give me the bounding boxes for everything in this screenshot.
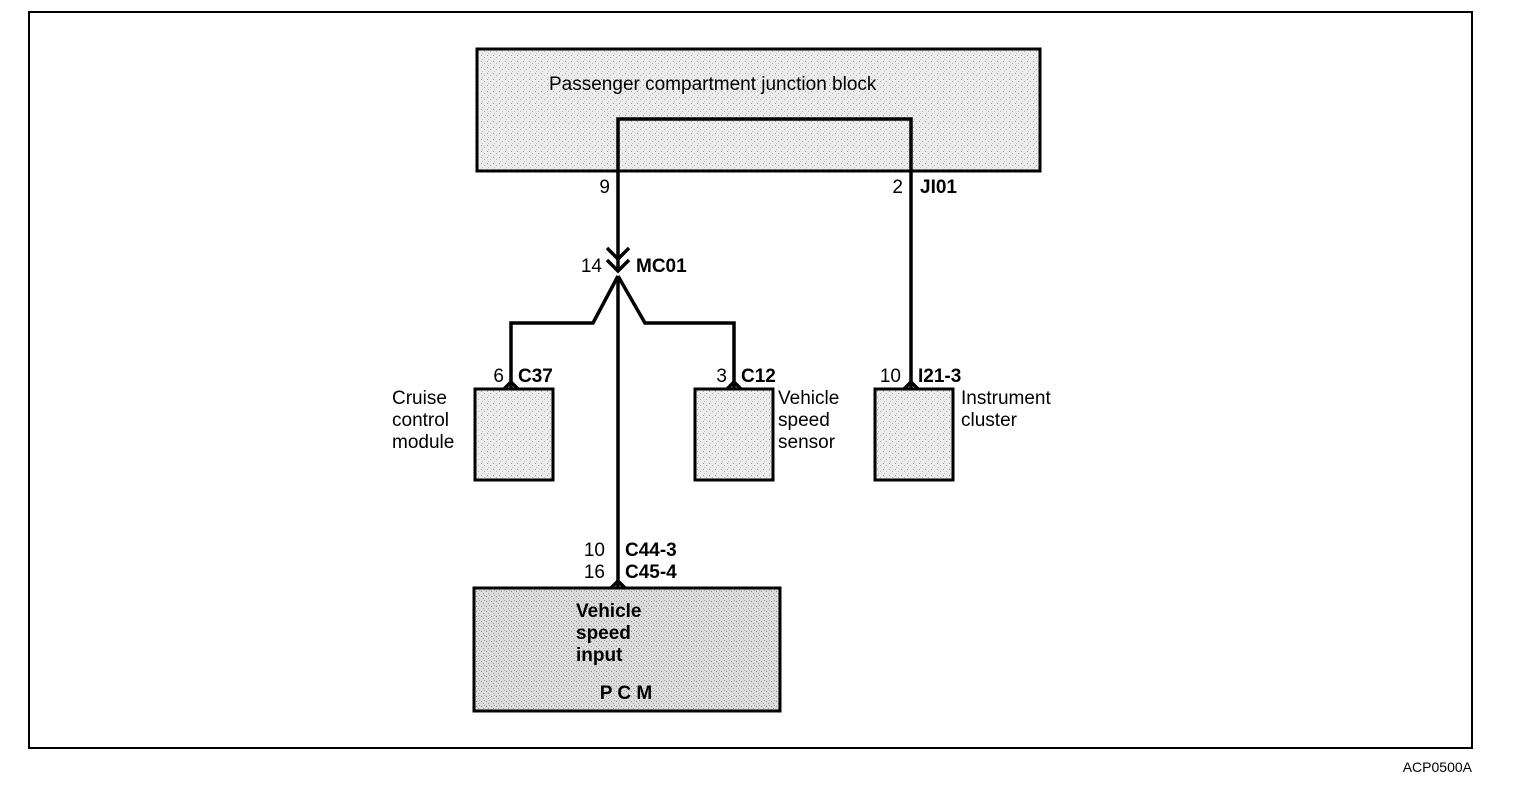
cruise-pin-label: 6 [493, 366, 504, 387]
instrument-cluster-box [873, 387, 955, 482]
pcm-pin-1: 10 [584, 540, 605, 561]
pcm-box [472, 586, 782, 713]
junction-block [475, 47, 1042, 173]
pcm-connector-symbol [608, 578, 628, 591]
junction-internal-link [616, 117, 913, 171]
cluster-name-1: Instrument [961, 388, 1051, 409]
cluster-pin-label: 10 [880, 366, 901, 387]
splice-connector-symbol-2 [605, 258, 631, 274]
pcm-input-1: Vehicle [576, 601, 642, 622]
cruise-module-name-1: Cruise [392, 388, 447, 409]
splice-connector-label: MC01 [636, 256, 687, 277]
wire-splice-to-cruise [509, 275, 620, 389]
junction-connector-label: JI01 [920, 177, 957, 198]
sensor-name-3: sensor [778, 432, 836, 453]
junction-block-title: Passenger compartment junction block [549, 74, 877, 95]
cruise-control-module-box [473, 387, 555, 482]
pcm-name: P C M [600, 683, 652, 704]
pcm-pin-2: 16 [584, 562, 605, 583]
cruise-module-name-2: control [392, 410, 449, 431]
splice-connector-symbol [605, 246, 631, 262]
wire-splice-to-sensor [616, 275, 736, 389]
pcm-connector-2: C45-4 [625, 562, 677, 583]
cruise-connector-symbol [501, 379, 521, 392]
pcm-connector-1: C44-3 [625, 540, 677, 561]
cluster-connector-label: I21-3 [918, 366, 961, 387]
figure-id: ACP0500A [1403, 759, 1473, 775]
cruise-module-name-3: module [392, 432, 454, 453]
sensor-name-1: Vehicle [778, 388, 839, 409]
sensor-pin-label: 3 [716, 366, 727, 387]
cruise-connector-label: C37 [518, 366, 553, 387]
pcm-input-2: speed [576, 623, 631, 644]
cluster-connector-symbol [901, 379, 921, 392]
diagram-frame [28, 11, 1473, 749]
junction-pin-left: 9 [599, 177, 610, 198]
sensor-name-2: speed [778, 410, 830, 431]
junction-pin-right: 2 [892, 177, 903, 198]
vehicle-speed-sensor-box [693, 387, 775, 482]
splice-pin-label: 14 [581, 256, 603, 277]
pcm-input-3: input [576, 645, 623, 666]
sensor-connector-label: C12 [741, 366, 776, 387]
cluster-name-2: cluster [961, 410, 1018, 431]
sensor-connector-symbol [724, 379, 744, 392]
